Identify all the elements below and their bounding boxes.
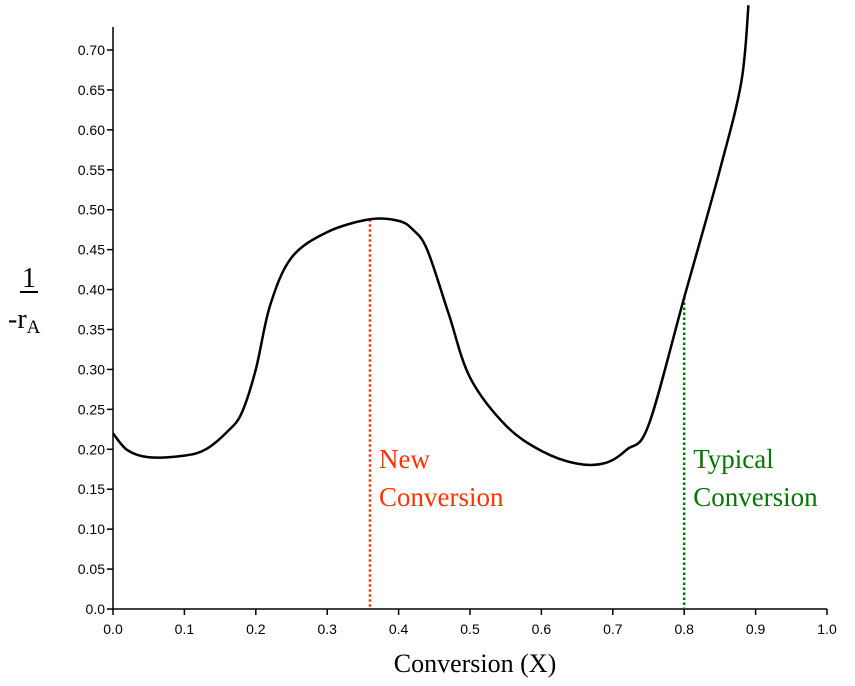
y-tick-label: 0.30 — [78, 361, 105, 377]
x-axis-label: Conversion (X) — [394, 649, 556, 678]
y-tick-label: 0.60 — [78, 122, 105, 138]
y-tick-label: 0.45 — [78, 242, 105, 258]
x-tick-label: 0.2 — [246, 621, 266, 637]
x-tick-label: 0.6 — [532, 621, 552, 637]
y-tick-label: 0.65 — [78, 82, 105, 98]
y-tick-label: 0.50 — [78, 202, 105, 218]
axes — [112, 27, 827, 610]
y-tick-label: 0.0 — [86, 601, 106, 617]
x-tick-label: 0.8 — [674, 621, 694, 637]
y-tick-label: 0.05 — [78, 561, 105, 577]
y-tick-label: 0.55 — [78, 162, 105, 178]
y-label-denominator: -rA — [8, 304, 41, 338]
annotation-label-line1: New — [379, 444, 430, 474]
y-tick-label: 0.40 — [78, 282, 105, 298]
x-tick-label: 0.9 — [746, 621, 766, 637]
y-tick-label: 0.20 — [78, 441, 105, 457]
y-tick-label: 0.15 — [78, 481, 105, 497]
y-label-numerator: 1 — [22, 263, 36, 294]
y-tick-label: 0.10 — [78, 521, 105, 537]
x-tick-label: 0.4 — [389, 621, 409, 637]
series-line — [112, 5, 750, 467]
x-tick-label: 0.5 — [460, 621, 480, 637]
x-tick-label: 0.3 — [317, 621, 337, 637]
y-tick-label: 0.25 — [78, 401, 105, 417]
annotation-label-line2: Conversion — [379, 482, 504, 512]
x-tick-label: 1.0 — [817, 621, 837, 637]
y-tick-label: 0.70 — [78, 42, 105, 58]
y-tick-label: 0.35 — [78, 322, 105, 338]
x-tick-label: 0.7 — [603, 621, 623, 637]
x-tick-label: 0.0 — [103, 621, 123, 637]
y-axis-label: 1 -rA — [8, 263, 41, 338]
annotation-label-line2: Conversion — [693, 482, 818, 512]
annotation-label-line1: Typical — [693, 444, 774, 474]
x-tick-label: 0.1 — [175, 621, 195, 637]
